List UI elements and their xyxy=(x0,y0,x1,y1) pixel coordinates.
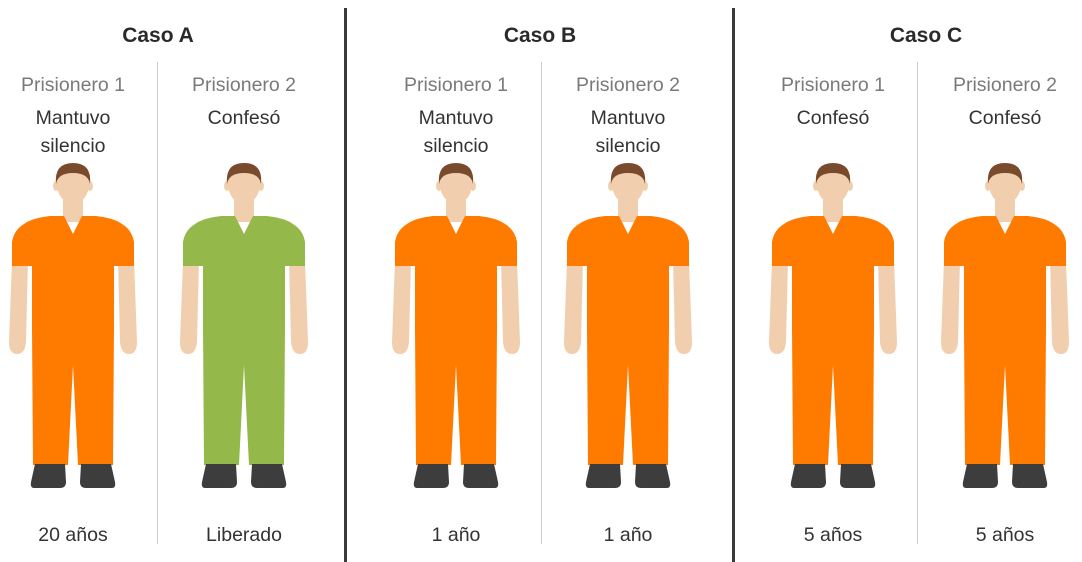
prisoner-illustration xyxy=(769,163,897,488)
prisoner-illustration xyxy=(9,163,137,488)
prisoner-figure xyxy=(768,160,898,494)
prisoner-illustration xyxy=(392,163,520,488)
left-arm xyxy=(392,260,411,354)
shirt xyxy=(567,216,689,332)
left-arm xyxy=(564,260,583,354)
prisoner-action: Confesó xyxy=(968,107,1042,129)
prisoner-label: Prisionero 1 xyxy=(403,74,509,96)
pants xyxy=(792,328,874,465)
hair xyxy=(55,163,91,184)
right-arm xyxy=(1050,260,1069,354)
left-shoe xyxy=(413,464,449,488)
case-separator xyxy=(732,8,735,562)
right-shoe xyxy=(463,464,499,488)
pants xyxy=(32,328,114,465)
neck xyxy=(63,200,83,222)
shirt xyxy=(183,216,305,332)
right-arm xyxy=(501,260,520,354)
prisoner-sentence: 20 años xyxy=(38,524,108,546)
shirt xyxy=(944,216,1066,332)
shirt xyxy=(12,216,134,332)
neck xyxy=(995,200,1015,222)
right-shoe xyxy=(840,464,876,488)
prisoner-figure xyxy=(563,160,693,494)
left-shoe xyxy=(30,464,66,488)
hair xyxy=(226,163,262,184)
right-arm xyxy=(878,260,897,354)
right-shoe xyxy=(635,464,671,488)
case-c-prisoner-1: Prisionero 1 Confesó 5 años xyxy=(748,0,918,562)
prisoner-label: Prisionero 1 xyxy=(780,74,886,96)
prisoner-illustration xyxy=(941,163,1069,488)
right-shoe xyxy=(80,464,116,488)
pants xyxy=(415,328,497,465)
prisoner-sentence: 1 año xyxy=(431,524,481,546)
case-c-title: Caso C xyxy=(889,24,963,47)
hair xyxy=(987,163,1023,184)
prisoner-sentence: 5 años xyxy=(975,524,1035,546)
prisoner-separator xyxy=(917,62,918,544)
shirt xyxy=(395,216,517,332)
hair xyxy=(610,163,646,184)
prisoner-figure xyxy=(940,160,1070,494)
neck xyxy=(234,200,254,222)
left-shoe xyxy=(962,464,998,488)
shirt xyxy=(772,216,894,332)
right-arm xyxy=(118,260,137,354)
pants xyxy=(203,328,285,465)
case-separator xyxy=(344,8,347,562)
left-shoe xyxy=(585,464,621,488)
left-arm xyxy=(9,260,28,354)
case-b-prisoner-2: Prisionero 2 Mantuvo silencio 1 año xyxy=(543,0,713,562)
case-b-title: Caso B xyxy=(503,24,577,47)
right-shoe xyxy=(251,464,287,488)
prisoner-figure xyxy=(179,160,309,494)
neck xyxy=(823,200,843,222)
prisoner-label: Prisionero 2 xyxy=(191,74,297,96)
left-arm xyxy=(769,260,788,354)
prisoner-label: Prisionero 2 xyxy=(952,74,1058,96)
prisoner-label: Prisionero 1 xyxy=(20,74,126,96)
case-a-title: Caso A xyxy=(122,24,194,47)
prisoner-action: Confesó xyxy=(796,107,870,129)
case-c-prisoner-2: Prisionero 2 Confesó 5 años xyxy=(920,0,1082,562)
prisoner-figure xyxy=(8,160,138,494)
prisoner-illustration xyxy=(564,163,692,488)
case-b-prisoner-1: Prisionero 1 Mantuvo silencio 1 año xyxy=(371,0,541,562)
prisoner-separator xyxy=(157,62,158,544)
left-shoe xyxy=(790,464,826,488)
prisoner-figure xyxy=(391,160,521,494)
prisoner-action: Mantuvo silencio xyxy=(35,107,111,157)
prisoner-sentence: 1 año xyxy=(603,524,653,546)
left-arm xyxy=(941,260,960,354)
left-arm xyxy=(180,260,199,354)
prisoner-action: Mantuvo silencio xyxy=(590,107,666,157)
prisoner-action: Confesó xyxy=(207,107,281,129)
left-shoe xyxy=(201,464,237,488)
hair xyxy=(815,163,851,184)
prisoner-action: Mantuvo silencio xyxy=(418,107,494,157)
prisoner-sentence: Liberado xyxy=(206,524,282,546)
right-arm xyxy=(673,260,692,354)
neck xyxy=(446,200,466,222)
prisoner-separator xyxy=(541,62,542,544)
pants xyxy=(587,328,669,465)
case-a-prisoner-1: Prisionero 1 Mantuvo silencio 20 años xyxy=(0,0,158,562)
prisoner-sentence: 5 años xyxy=(803,524,863,546)
prisoner-illustration xyxy=(180,163,308,488)
case-a-prisoner-2: Prisionero 2 Confesó Liberado xyxy=(159,0,329,562)
pants xyxy=(964,328,1046,465)
right-shoe xyxy=(1012,464,1048,488)
hair xyxy=(438,163,474,184)
right-arm xyxy=(289,260,308,354)
neck xyxy=(618,200,638,222)
prisoner-label: Prisionero 2 xyxy=(575,74,681,96)
